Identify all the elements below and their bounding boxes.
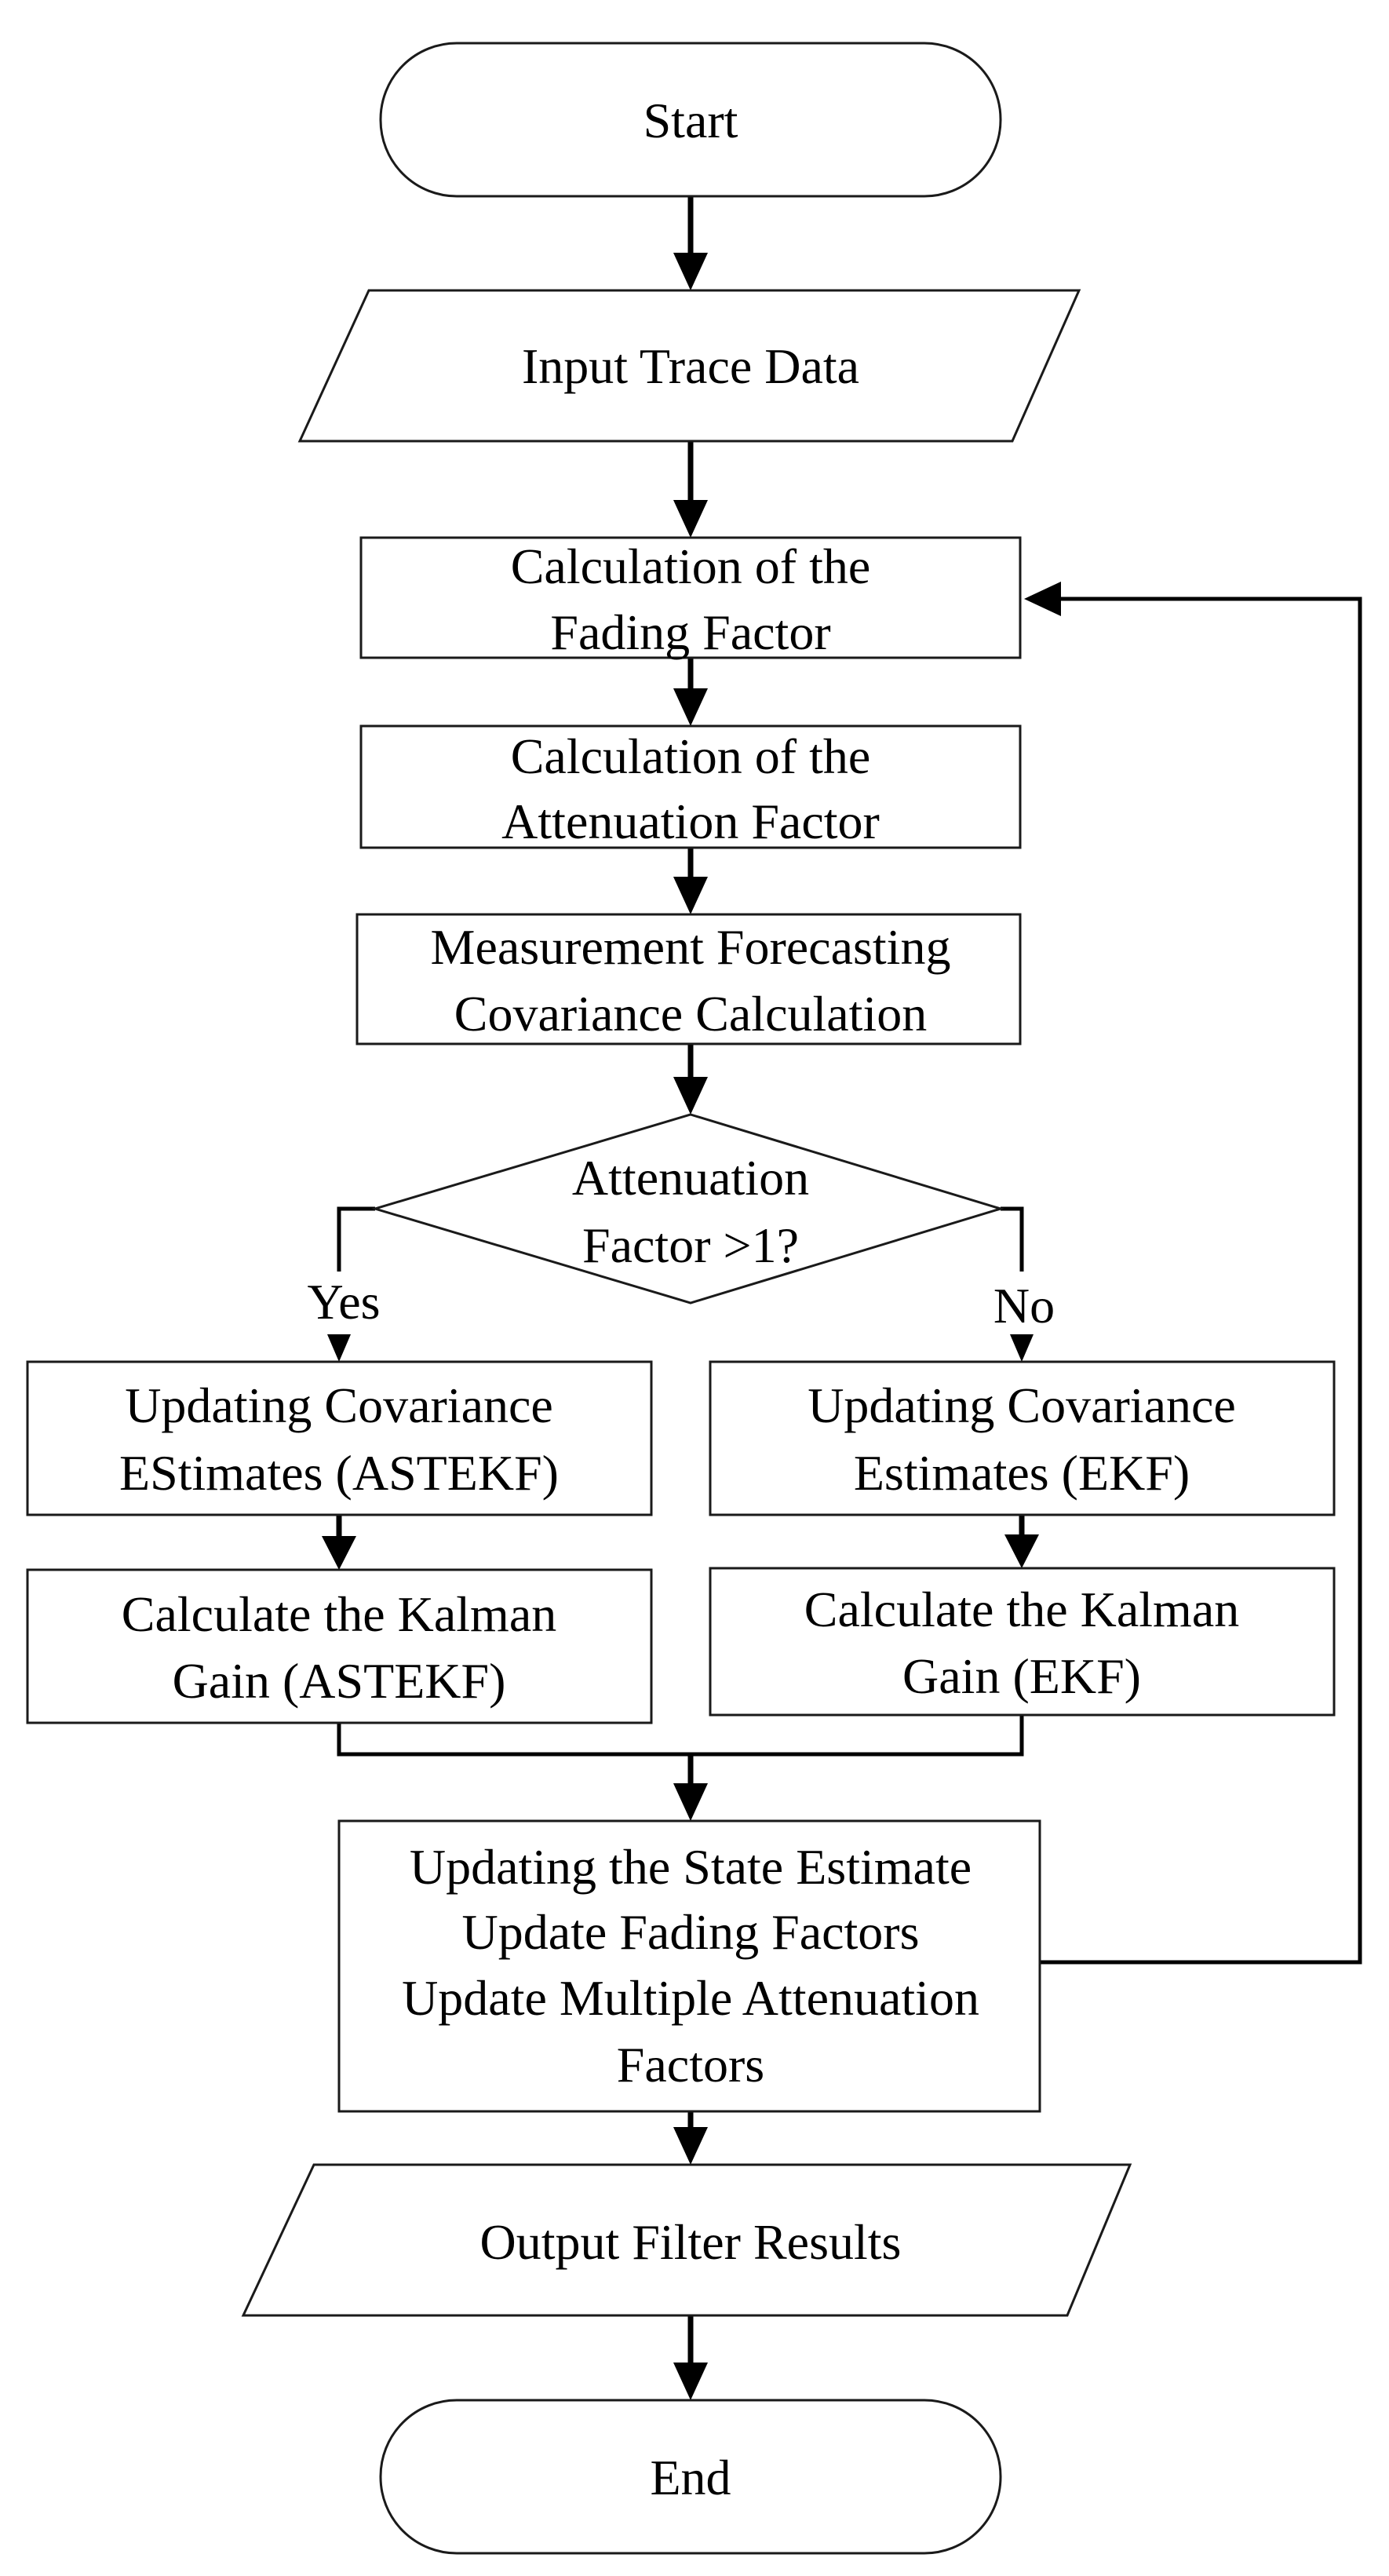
measurement-label-line1: Measurement Forecasting [431,919,951,975]
arrow-merge-to-update [337,1715,1024,1821]
yes-label: Yes [307,1274,380,1330]
kalman-gain-ekf-node: Calculate the Kalman Gain (EKF) [709,1567,1336,1717]
update-covariance-ekf-line1: Updating Covariance [808,1377,1236,1433]
update-covariance-ekf-line2: Estimates (EKF) [854,1445,1190,1501]
fading-factor-node: Calculation of the Fading Factor [359,536,1022,660]
attenuation-factor-node: Calculation of the Attenuation Factor [359,724,1022,849]
arrow-measurement-to-decision [673,1044,708,1115]
arrow-feedback-loop [1024,582,1362,1965]
attenuation-factor-label-line1: Calculation of the [511,728,871,784]
update-covariance-astekf-line2: EStimates (ASTEKF) [119,1445,559,1501]
arrow-decision-no [1001,1206,1034,1362]
no-label: No [993,1278,1055,1334]
input-node: Input Trace Data [297,289,1081,443]
kalman-gain-ekf-line1: Calculate the Kalman [804,1582,1239,1637]
update-state-line2: Update Fading Factors [462,1904,920,1960]
arrow-fading-to-attenuation [673,658,708,726]
update-covariance-ekf-node: Updating Covariance Estimates (EKF) [709,1360,1336,1516]
kalman-gain-ekf-line2: Gain (EKF) [902,1648,1141,1704]
output-node: Output Filter Results [241,2163,1132,2317]
measurement-node: Measurement Forecasting Covariance Calcu… [355,913,1022,1045]
arrow-ekf-cov-to-gain [1004,1515,1039,1568]
decision-label-line1: Attenuation [572,1150,809,1206]
input-label: Input Trace Data [522,338,859,394]
update-state-node: Updating the State Estimate Update Fadin… [337,1819,1041,2113]
connectors [322,196,1362,2400]
fading-factor-label-line1: Calculation of the [511,538,871,594]
end-node: End [379,2399,1002,2555]
end-label: End [650,2450,731,2505]
kalman-gain-astekf-node: Calculate the Kalman Gain (ASTEKF) [26,1568,653,1724]
arrow-astekf-cov-to-gain [322,1515,356,1570]
update-state-line1: Updating the State Estimate [410,1839,972,1895]
output-label: Output Filter Results [480,2214,902,2270]
decision-node: Attenuation Factor >1? [370,1113,1005,1304]
kalman-gain-astekf-line1: Calculate the Kalman [122,1586,556,1642]
arrow-output-to-end [673,2315,708,2400]
arrow-update-to-output [673,2111,708,2165]
start-node: Start [379,42,1002,198]
fading-factor-label-line2: Fading Factor [550,604,830,660]
attenuation-factor-label-line2: Attenuation Factor [501,794,880,849]
update-state-line4: Factors [617,2037,764,2093]
update-covariance-astekf-node: Updating Covariance EStimates (ASTEKF) [26,1360,653,1516]
measurement-label-line2: Covariance Calculation [454,986,927,1042]
arrow-start-to-input [673,196,708,290]
arrow-attenuation-to-measurement [673,848,708,914]
arrow-input-to-fading [673,441,708,538]
arrow-decision-yes [327,1206,375,1362]
update-state-line3: Update Multiple Attenuation [402,1970,979,2026]
kalman-gain-astekf-line2: Gain (ASTEKF) [173,1653,506,1709]
update-covariance-astekf-line1: Updating Covariance [125,1377,553,1433]
start-label: Start [643,93,738,148]
decision-label-line2: Factor >1? [582,1217,799,1273]
